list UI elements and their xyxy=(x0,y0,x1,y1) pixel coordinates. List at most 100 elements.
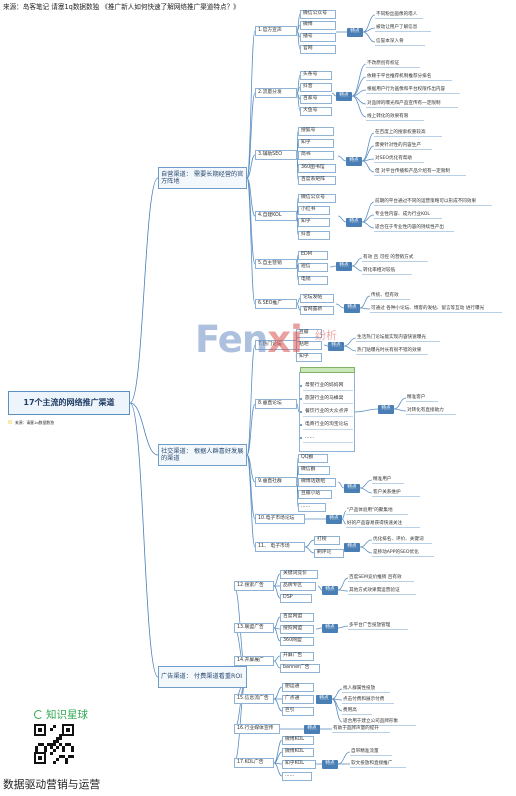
trait-t5b: 转化率相对较低 xyxy=(362,267,412,275)
qr-module xyxy=(56,758,59,761)
connector xyxy=(296,92,301,112)
connector xyxy=(273,585,281,599)
trait-t10a: "产品体验用"的聚集地 xyxy=(346,507,408,515)
connector xyxy=(361,160,375,173)
connector xyxy=(296,154,299,181)
qr-module xyxy=(50,746,53,749)
trait-t15d: 适合用于建立公司品牌形象 xyxy=(342,718,416,726)
connector xyxy=(233,676,248,764)
trait-t13a: 多平台广告投放管理 xyxy=(348,622,408,630)
forum-item-2: 旅游行业的马蜂窝 xyxy=(303,394,353,404)
forum-highlight xyxy=(300,367,355,373)
trait-t2b: 依赖于平台推荐机制推荐分排名 xyxy=(366,73,452,81)
platform-p12c: DSP xyxy=(280,593,312,603)
platform-p9d: 豆瓣小站 xyxy=(298,489,332,499)
platform-p7c: 知乎 xyxy=(296,352,322,362)
connector xyxy=(351,265,363,272)
connector xyxy=(351,95,367,118)
platform-p3a: 搜狐号 xyxy=(298,126,334,136)
zhishixingqiu-brand: 知识星球 xyxy=(34,707,88,722)
connector xyxy=(393,408,407,412)
qr-module xyxy=(62,755,65,758)
platform-p1b: 微博 xyxy=(300,20,336,30)
tag-3: 特点 xyxy=(346,156,362,166)
trait-t8b: 对转化有直接助力 xyxy=(406,407,456,415)
forum-item-3: 餐饮行业的大众点评 xyxy=(303,407,353,417)
qr-code xyxy=(34,724,74,764)
trait-t4b: 专业性内容、成为行业KOL xyxy=(374,211,442,219)
connector xyxy=(351,257,363,267)
qr-module xyxy=(68,755,71,758)
connector xyxy=(343,337,357,347)
watermark-sub: 数据 xyxy=(327,344,346,351)
tag-16: 特点 xyxy=(304,724,320,734)
trait-t8a: 精准客户 xyxy=(406,394,438,402)
connector xyxy=(337,155,347,162)
trait-t15a: 找人群属性投放 xyxy=(342,685,390,693)
trait-t5a: 有效 且 可控 的营销方式 xyxy=(362,254,428,262)
platform-p15b: 广点通 xyxy=(282,694,314,704)
connector xyxy=(246,177,256,217)
qr-module xyxy=(56,746,59,749)
channel-8: 8.垂直论坛 xyxy=(255,399,297,409)
connector xyxy=(246,403,256,456)
platform-p17c: 知乎KOL xyxy=(282,759,316,769)
connector xyxy=(246,454,256,548)
tag-1: 特点 xyxy=(347,27,363,37)
platform-p5c: 电销 xyxy=(298,275,328,285)
connector xyxy=(362,31,376,43)
connector xyxy=(337,751,351,765)
platform-p6a: 论坛发帖 xyxy=(300,293,334,303)
trait-t6b: 可通过 各种小论坛、博客的发帖、留言等互动 进行曝光 xyxy=(370,305,502,313)
connector xyxy=(296,303,301,311)
qr-module xyxy=(47,743,50,746)
qr-module xyxy=(53,725,56,728)
tag-8: 特点 xyxy=(378,404,394,414)
connector xyxy=(343,345,357,352)
trait-t6a: 传统、但有效 xyxy=(370,292,410,300)
connector xyxy=(337,625,349,629)
platform-p3b: 知乎 xyxy=(298,138,334,148)
group-2: 社交渠道： 根据人群喜好发展的渠道 xyxy=(158,444,247,466)
channel-12: 12.搜索广告 xyxy=(234,581,274,591)
channel-9: 9.垂直社群 xyxy=(255,477,297,487)
connector xyxy=(361,221,375,229)
channel-15: 15.信息流广告 xyxy=(234,694,274,704)
platform-p13a: 百度网盟 xyxy=(280,612,314,622)
bullet-icon xyxy=(300,424,303,427)
platform-p12a: 关键词竞价 xyxy=(280,569,318,579)
qr-module xyxy=(41,743,44,746)
connector xyxy=(129,402,159,678)
qr-module xyxy=(38,743,41,746)
platform-p3c: 简书 xyxy=(298,150,334,160)
platform-p11a: 打榜 xyxy=(314,535,340,545)
connector xyxy=(273,686,283,700)
connector xyxy=(317,585,323,591)
trait-t9a: 精准用户 xyxy=(372,476,404,484)
channel-3: 3.辅助SEO xyxy=(255,150,297,160)
qr-module xyxy=(50,752,53,755)
connector xyxy=(331,698,343,723)
qr-module xyxy=(71,749,74,752)
tag-10: 特点 xyxy=(326,514,342,524)
channel-14: 14.开屏展广 xyxy=(234,656,274,666)
connector xyxy=(341,518,347,525)
tag-2: 特点 xyxy=(336,91,352,101)
connector xyxy=(129,402,159,456)
qr-module xyxy=(38,756,42,760)
platform-p4b: 小红书 xyxy=(298,205,330,215)
connector xyxy=(304,546,315,554)
connector xyxy=(296,215,299,236)
tag-5: 特点 xyxy=(336,261,352,271)
qr-module xyxy=(65,758,68,761)
platform-p14a: 开屏广告 xyxy=(280,651,314,661)
qr-module xyxy=(62,746,65,749)
trait-t7a: 生活热门论坛能实现内容快速曝光 xyxy=(356,334,440,342)
connector xyxy=(273,627,281,642)
platform-p17a: 微博KOL xyxy=(282,735,314,745)
connector xyxy=(354,408,379,413)
connector xyxy=(393,397,407,410)
platform-p9b: 微信群 xyxy=(298,465,330,475)
footer-slogan: 数据驱动营销与运营 xyxy=(3,778,101,791)
